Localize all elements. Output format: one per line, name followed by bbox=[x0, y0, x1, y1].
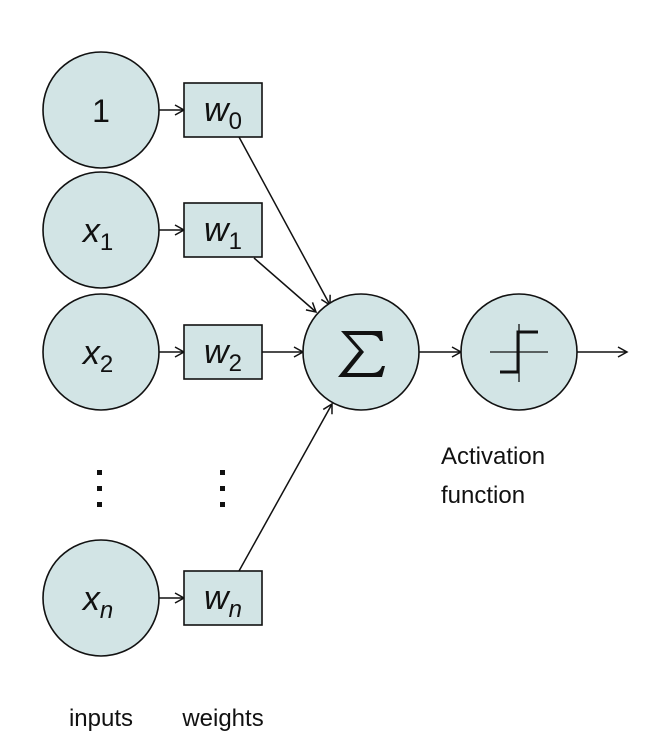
weight-label-wn: wn bbox=[204, 579, 242, 623]
weight-label-w0: w0 bbox=[204, 91, 242, 135]
step-function-icon bbox=[490, 324, 548, 382]
weight-box-w0: w0 bbox=[183, 82, 263, 138]
weight-box-wn: wn bbox=[183, 570, 263, 626]
edge-wn-to-sum bbox=[238, 402, 333, 572]
inputs-ellipsis bbox=[97, 470, 102, 507]
activation-function-label-line2: function bbox=[441, 482, 525, 509]
edge-w0-to-sum bbox=[238, 136, 331, 307]
summation-node bbox=[302, 293, 420, 411]
sigma-icon bbox=[338, 331, 385, 377]
input-label-xn: xn bbox=[81, 580, 113, 624]
input-node-x1: x1 bbox=[42, 171, 160, 289]
input-label-x1: x1 bbox=[81, 212, 113, 256]
weights-caption: weights bbox=[181, 705, 263, 732]
inputs-caption: inputs bbox=[69, 705, 133, 732]
weight-label-w1: w1 bbox=[204, 211, 242, 255]
input-node-xn: xn bbox=[42, 539, 160, 657]
weights-ellipsis bbox=[220, 470, 225, 507]
input-label-bias: 1 bbox=[92, 93, 110, 129]
input-node-bias: 1 bbox=[42, 51, 160, 169]
activation-function-label-line1: Activation bbox=[441, 443, 545, 470]
weight-box-w1: w1 bbox=[183, 202, 263, 258]
input-label-x2: x2 bbox=[81, 334, 113, 378]
edge-w1-to-sum bbox=[253, 257, 318, 314]
weight-box-w2: w2 bbox=[183, 324, 263, 380]
activation-node bbox=[460, 293, 578, 411]
input-node-x2: x2 bbox=[42, 293, 160, 411]
weight-label-w2: w2 bbox=[204, 333, 242, 377]
